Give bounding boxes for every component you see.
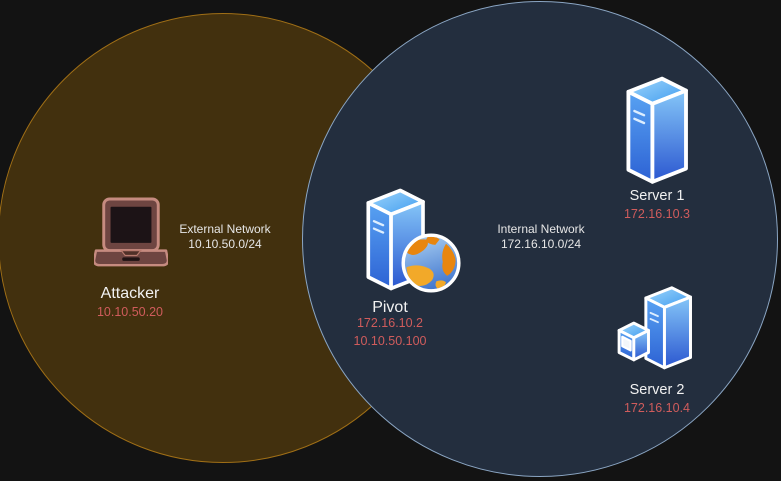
- server2-ip: 172.16.10.4: [623, 401, 691, 415]
- server1-name: Server 1: [629, 188, 685, 204]
- attacker-name: Attacker: [100, 285, 160, 302]
- pivot-internal-ip: 172.16.10.2: [356, 316, 424, 330]
- internal-network-name: Internal Network: [497, 222, 585, 236]
- internal-network-label: Internal Network 172.16.10.0/24: [471, 222, 611, 252]
- internal-network-cidr: 172.16.10.0/24: [500, 237, 582, 251]
- pivot-node: Pivot 172.16.10.2 10.10.50.100: [317, 184, 463, 359]
- server-tower-icon: [626, 76, 688, 184]
- external-network-name: External Network: [179, 222, 271, 236]
- laptop-icon: [94, 197, 168, 267]
- attacker-node: Attacker 10.10.50.20: [58, 196, 202, 326]
- server1-ip: 172.16.10.3: [623, 207, 691, 221]
- pivot-name: Pivot: [372, 299, 408, 316]
- external-network-cidr: 10.10.50.0/24: [188, 237, 262, 251]
- pivot-external-ip: 10.10.50.100: [353, 334, 427, 348]
- server-globe-icon: [366, 188, 462, 296]
- server1-node: Server 1 172.16.10.3: [585, 74, 729, 224]
- attacker-ip: 10.10.50.20: [96, 305, 164, 319]
- server2-node: Server 2 172.16.10.4: [584, 282, 730, 422]
- server-workstation-icon: [617, 286, 692, 370]
- server2-name: Server 2: [629, 382, 685, 398]
- external-network-label: External Network 10.10.50.0/24: [155, 222, 295, 252]
